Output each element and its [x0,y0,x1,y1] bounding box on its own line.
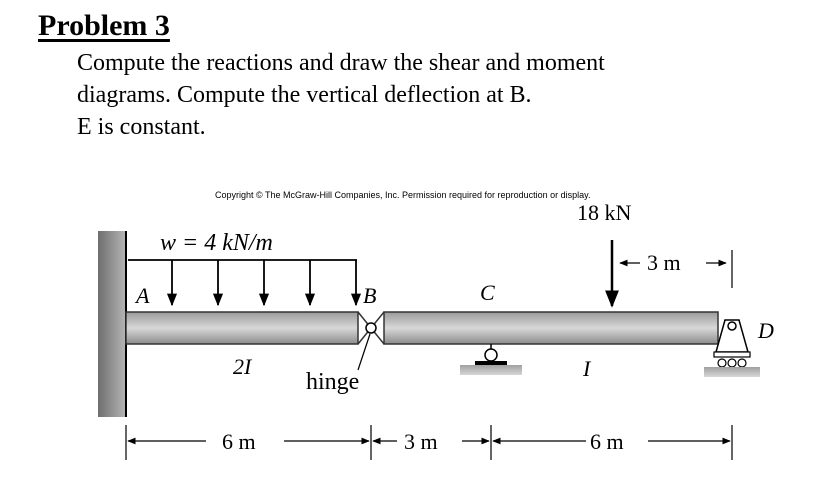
span-dimension-2: 3 m [404,429,438,454]
span-dimension-3: 6 m [590,429,624,454]
point-label-b: B [363,283,376,308]
stiffness-label-left: 2I [233,354,253,379]
problem-line-1: Compute the reactions and draw the shear… [77,50,605,76]
span-dimension-1: 6 m [222,429,256,454]
distributed-load-label: w = 4 kN/m [160,230,273,256]
copyright-notice: Copyright © The McGraw-Hill Companies, I… [215,190,590,200]
roller-support-d [704,319,760,377]
hinge-label: hinge [306,369,359,395]
problem-line-2: diagrams. Compute the vertical deflectio… [77,82,532,108]
beam-segment-bd [383,311,719,345]
span-dimensions [125,425,733,460]
hinge-leader [357,333,371,371]
point-label-d: D [757,318,774,343]
distributed-load [128,259,362,307]
point-label-c: C [480,280,495,305]
point-label-a: A [134,283,150,308]
point-load-dimension: 3 m [647,250,681,275]
problem-title: Problem 3 [38,9,170,42]
problem-statement: Compute the reactions and draw the shear… [77,47,605,143]
beam-segment-ab [125,311,359,345]
stiffness-label-right: I [582,356,592,381]
hinge-connection [357,311,385,345]
problem-line-3: E is constant. [77,114,206,140]
roller-support-c [460,344,522,375]
point-load-label: 18 kN [577,200,632,225]
fixed-wall-support [98,231,126,417]
